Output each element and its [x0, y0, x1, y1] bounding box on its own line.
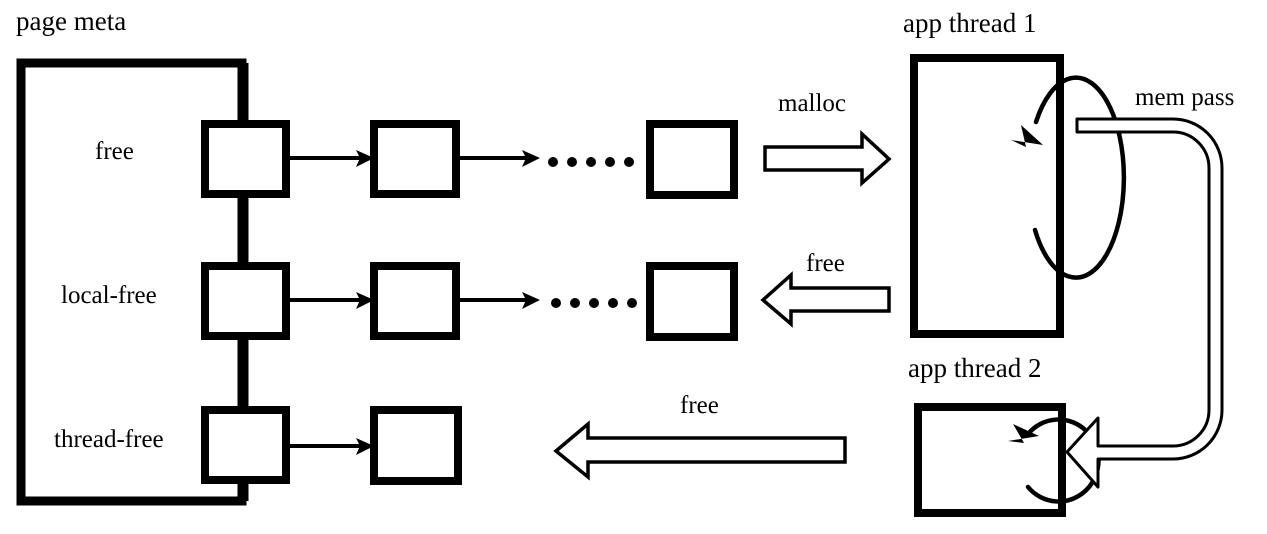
app-thread-1-box [910, 54, 1064, 338]
mem-pass-pipe-outer [1065, 117, 1224, 489]
app-thread-1-loop-arrowhead [1011, 125, 1043, 147]
free-link-2-arrowhead [522, 150, 540, 167]
free-mid-arrow [760, 271, 891, 328]
app-thread-2-label: app thread 2 [908, 353, 1042, 383]
thread-free-block-head [201, 406, 290, 484]
app-thread-1-label: app thread 1 [903, 8, 1037, 38]
local-free-link-2-arrowhead [522, 292, 540, 309]
thread-free-block-2 [370, 406, 462, 485]
mem-pass-flow-label: mem pass [1135, 84, 1235, 111]
free-block-head [201, 120, 290, 198]
free-ellipsis [548, 157, 634, 167]
thread-free-link-1-arrowhead [356, 438, 374, 455]
app-thread-1-loop-arc [1032, 75, 1127, 280]
local-free-ellipsis [551, 298, 637, 308]
free-link-1-arrowhead [356, 150, 374, 167]
app-thread-2-loop-arrowhead [1008, 424, 1039, 443]
malloc-flow-label: malloc [778, 90, 847, 117]
malloc-arrow [763, 129, 892, 187]
free-block-2 [370, 120, 460, 198]
local-free-block-3 [646, 262, 738, 341]
thread-free-list-label: thread-free [54, 426, 164, 453]
free-block-3 [646, 120, 738, 199]
free-bottom-arrow [553, 420, 847, 481]
free-list-label: free [95, 138, 134, 165]
page-meta-label: page meta [16, 6, 127, 36]
local-free-list-label: local-free [61, 282, 157, 309]
local-free-link-1-arrowhead [356, 292, 374, 309]
local-free-block-2 [370, 262, 460, 340]
local-free-block-head [201, 262, 290, 340]
free-mid-flow-label: free [806, 250, 845, 277]
free-bottom-flow-label: free [680, 392, 719, 419]
